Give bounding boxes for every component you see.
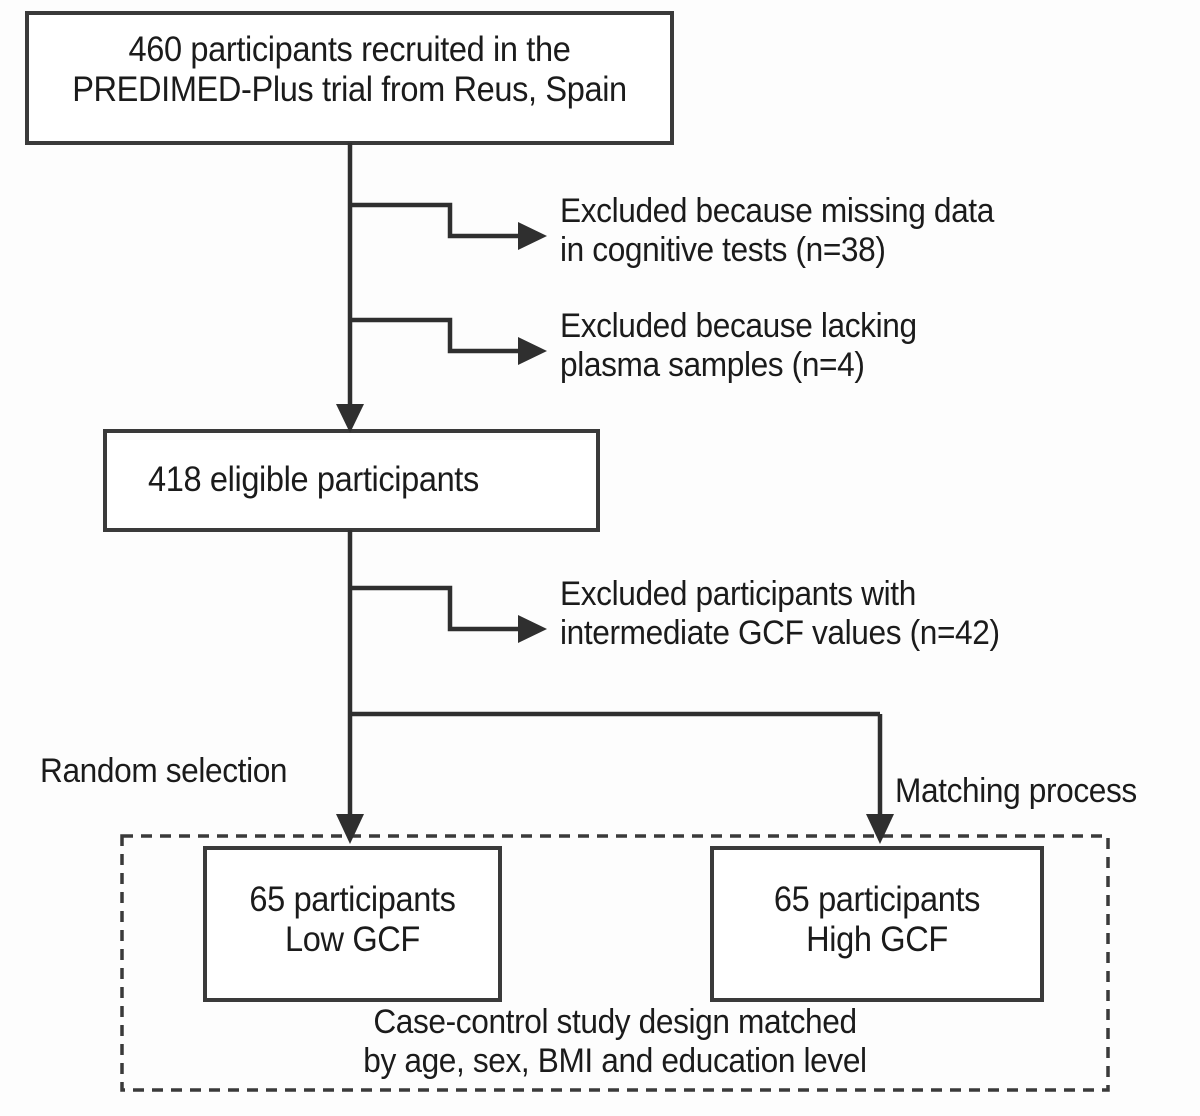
low-gcf-box-outline bbox=[203, 846, 502, 1002]
branch-label-random-selection: Random selection bbox=[40, 752, 288, 790]
eligible-box-label: 418 eligible participants bbox=[148, 460, 479, 499]
case-control-container-outline bbox=[120, 834, 1110, 1092]
arrowhead-exclusion-missing-cognitive bbox=[518, 222, 547, 250]
recruited-box-outline bbox=[25, 11, 674, 145]
connector-exclusion-intermediate-gcf bbox=[350, 585, 533, 632]
connector-exclusion-missing-cognitive bbox=[350, 202, 533, 239]
arrowhead-into-high-gcf-box bbox=[866, 814, 894, 844]
recruited-box-label: 460 participants recruited in the PREDIM… bbox=[72, 30, 627, 109]
connector-exclusion-lacking-plasma bbox=[350, 317, 533, 354]
low-gcf-box-label: 65 participants Low GCF bbox=[249, 880, 456, 959]
branch-label-matching-process: Matching process bbox=[895, 772, 1137, 810]
case-control-container-caption: Case-control study design matched by age… bbox=[363, 1003, 867, 1080]
high-gcf-box-label: 65 participants High GCF bbox=[773, 880, 981, 959]
arrowhead-into-low-gcf-box bbox=[336, 814, 364, 844]
exclusion-lacking-plasma-label: Excluded because lacking plasma samples … bbox=[560, 307, 917, 384]
arrowhead-exclusion-lacking-plasma bbox=[518, 337, 547, 365]
exclusion-missing-cognitive-label: Excluded because missing data in cogniti… bbox=[560, 192, 994, 269]
arrowhead-into-eligible-box bbox=[336, 404, 364, 433]
arrowhead-exclusion-intermediate-gcf bbox=[518, 615, 547, 643]
exclusion-intermediate-gcf-label: Excluded participants with intermediate … bbox=[560, 575, 1000, 652]
high-gcf-box-outline bbox=[710, 846, 1044, 1002]
eligible-box-outline bbox=[103, 429, 600, 532]
